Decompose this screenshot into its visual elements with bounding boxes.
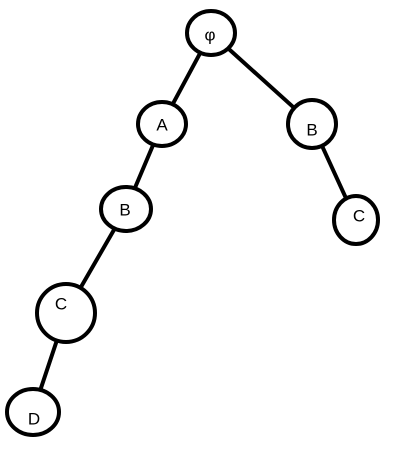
node-circle <box>35 282 97 344</box>
node-circle <box>286 98 338 150</box>
node-label: φ <box>204 26 215 45</box>
node-circle <box>99 185 153 233</box>
node-label: B <box>306 121 317 140</box>
tree-nodes: φ A B C D B C <box>5 9 380 437</box>
node-circle <box>5 387 61 437</box>
node-label: B <box>119 201 130 220</box>
tree-edge-b2-c3 <box>78 226 117 290</box>
tree-node-b2: B <box>99 185 153 233</box>
tree-edge-root-b1 <box>226 46 297 110</box>
tree-node-a1: A <box>136 100 188 148</box>
node-circle <box>332 194 380 246</box>
tree-edge-b1-c2 <box>319 143 349 201</box>
tree-edge-a1-b2 <box>132 142 156 191</box>
tree-edge-root-a1 <box>170 50 203 107</box>
tree-edges <box>38 46 349 392</box>
node-label: D <box>28 410 40 429</box>
tree-node-d4: D <box>5 387 61 437</box>
tree-node-root: φ <box>185 9 237 57</box>
tree-node-b1: B <box>286 98 338 150</box>
node-label: C <box>55 295 67 314</box>
tree-node-c3: C <box>35 282 97 344</box>
tree-node-c2: C <box>332 194 380 246</box>
node-circle <box>136 100 188 148</box>
node-circle <box>185 9 237 57</box>
node-label: A <box>156 116 168 135</box>
tree-edge-c3-d4 <box>38 338 59 392</box>
node-label: C <box>353 207 365 226</box>
